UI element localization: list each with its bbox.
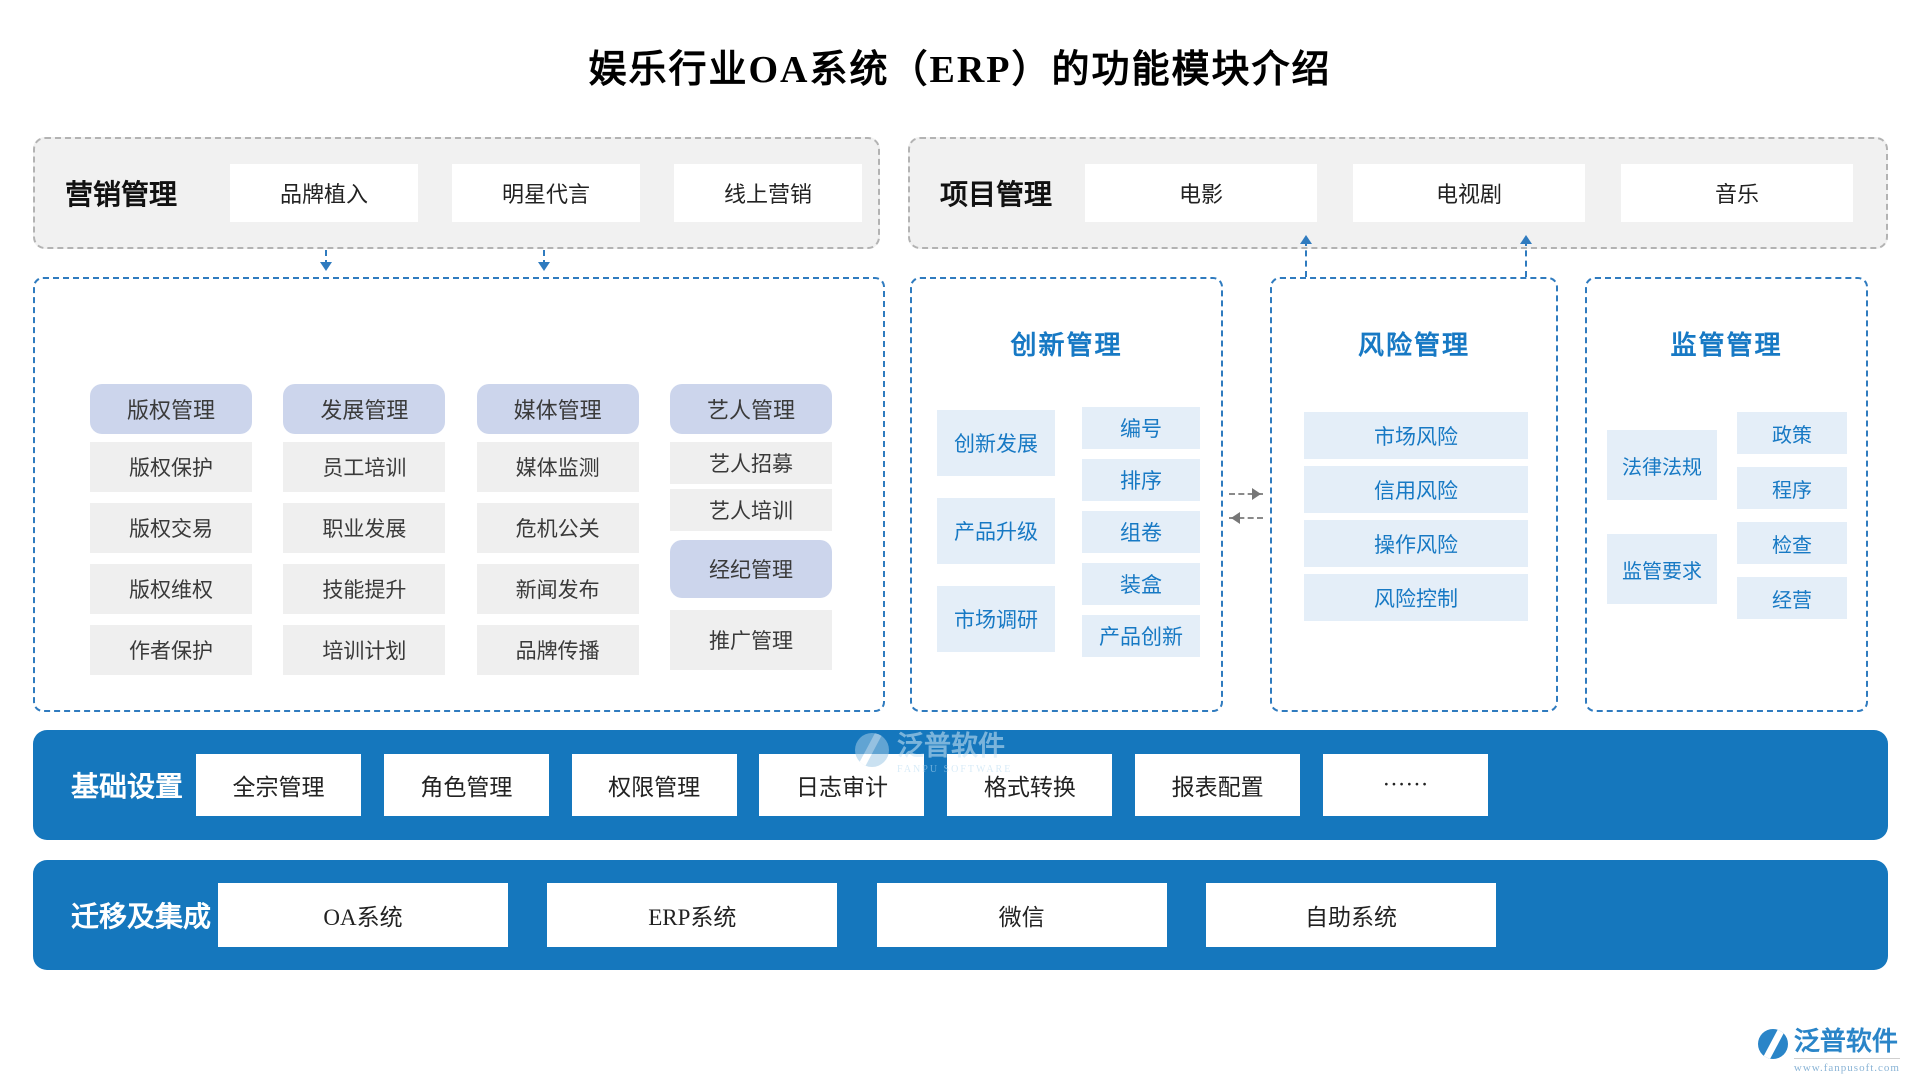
module-cell: 技能提升 — [283, 564, 446, 614]
innovation-left-items: 创新发展产品升级市场调研 — [937, 410, 1055, 652]
module-cell: 新闻发布 — [476, 564, 639, 614]
regulation-title: 监管管理 — [1670, 331, 1783, 360]
watermark-url: www.fanpusoft.com — [1793, 1062, 1900, 1074]
risk-item: 市场风险 — [1304, 412, 1528, 459]
migration-label: 迁移及集成 — [71, 902, 212, 933]
innovation-item: 市场调研 — [937, 586, 1055, 652]
matrix-column-media: 媒体管理 媒体监测 危机公关 新闻发布 品牌传播 — [476, 384, 639, 675]
module-cell: 员工培训 — [283, 442, 446, 492]
migration-item: 微信 — [876, 883, 1167, 947]
basic-settings-item: 角色管理 — [383, 754, 549, 816]
regulation-item: 监管要求 — [1607, 534, 1717, 604]
module-cell: 版权交易 — [90, 503, 252, 553]
innovation-item: 产品创新 — [1082, 615, 1200, 657]
operations-matrix-box: 版权管理 版权保护 版权交易 版权维权 作者保护 发展管理 员工培训 职业发展 … — [33, 277, 885, 712]
basic-settings-item: 报表配置 — [1135, 754, 1301, 816]
regulation-box: 监管管理 法律法规监管要求 政策程序检查经营 — [1585, 277, 1868, 712]
basic-settings-label: 基础设置 — [71, 772, 184, 803]
marketing-group-box: 营销管理 品牌植入明星代言线上营销 — [33, 137, 880, 249]
basic-settings-item: ······ — [1322, 754, 1488, 816]
marketing-item: 品牌植入 — [230, 164, 418, 222]
basic-settings-bar: 基础设置 全宗管理角色管理权限管理日志审计格式转换报表配置 ······ — [33, 730, 1888, 840]
arrow-down-icon — [320, 250, 332, 271]
module-cell: 职业发展 — [283, 503, 446, 553]
arrow-up-icon — [1300, 235, 1312, 277]
module-cell: 培训计划 — [283, 625, 446, 675]
regulation-left-items: 法律法规监管要求 — [1607, 430, 1717, 604]
module-cell: 艺人培训 — [669, 489, 832, 531]
arrow-right-icon — [1229, 488, 1263, 500]
basic-settings-item: 全宗管理 — [196, 754, 361, 816]
innovation-item: 装盒 — [1082, 563, 1200, 605]
matrix-column-artist: 艺人管理 艺人招募 艺人培训 经纪管理 推广管理 — [669, 384, 832, 675]
marketing-item: 线上营销 — [674, 164, 862, 222]
module-cell: 危机公关 — [476, 503, 639, 553]
watermark-bottom-right: 泛普软件 www.fanpusoft.com — [1757, 1029, 1900, 1074]
module-cell: 媒体监测 — [476, 442, 639, 492]
migration-item: 自助系统 — [1205, 883, 1496, 947]
risk-title: 风险管理 — [1357, 331, 1470, 360]
regulation-item: 法律法规 — [1607, 430, 1717, 500]
project-group-label: 项目管理 — [940, 180, 1053, 211]
project-items: 电影电视剧音乐 — [1085, 164, 1853, 222]
marketing-item: 明星代言 — [452, 164, 640, 222]
marketing-items: 品牌植入明星代言线上营销 — [230, 164, 862, 222]
risk-item: 风险控制 — [1304, 574, 1528, 621]
regulation-right-items: 政策程序检查经营 — [1737, 412, 1847, 619]
page-title: 娱乐行业OA系统（ERP）的功能模块介绍 — [588, 49, 1332, 91]
module-cell: 品牌传播 — [476, 625, 639, 675]
innovation-box: 创新管理 创新发展产品升级市场调研 编号排序组卷装盒产品创新 — [910, 277, 1223, 712]
innovation-item: 产品升级 — [937, 498, 1055, 564]
risk-item: 信用风险 — [1304, 466, 1528, 513]
basic-settings-item: 日志审计 — [759, 754, 925, 816]
column-header: 媒体管理 — [476, 384, 639, 434]
innovation-item: 编号 — [1082, 407, 1200, 449]
innovation-title: 创新管理 — [1010, 331, 1123, 360]
module-cell: 版权保护 — [90, 442, 252, 492]
module-cell: 艺人招募 — [669, 442, 832, 484]
module-cell-highlight: 经纪管理 — [669, 540, 832, 598]
column-header: 版权管理 — [90, 384, 252, 434]
migration-item: ERP系统 — [547, 883, 838, 947]
migration-bar: 迁移及集成 OA系统 ERP系统微信自助系统 — [33, 860, 1888, 970]
marketing-group-label: 营销管理 — [65, 180, 178, 211]
basic-settings-item: 权限管理 — [571, 754, 737, 816]
innovation-item: 组卷 — [1082, 511, 1200, 553]
risk-box: 风险管理 市场风险信用风险操作风险风险控制 — [1270, 277, 1558, 712]
migration-items: OA系统 ERP系统微信自助系统 — [218, 883, 1496, 947]
migration-item: OA系统 — [218, 883, 508, 947]
project-item: 电影 — [1085, 164, 1317, 222]
fanpu-logo-icon — [1757, 1029, 1788, 1059]
project-group-box: 项目管理 电影电视剧音乐 — [908, 137, 1888, 249]
arrow-down-icon — [538, 250, 550, 271]
innovation-item: 排序 — [1082, 459, 1200, 501]
module-cell: 版权维权 — [90, 564, 252, 614]
module-cell: 作者保护 — [90, 625, 252, 675]
column-header: 发展管理 — [283, 384, 446, 434]
basic-settings-item: 格式转换 — [947, 754, 1113, 816]
innovation-item: 创新发展 — [937, 410, 1055, 476]
regulation-item: 政策 — [1737, 412, 1847, 454]
regulation-item: 程序 — [1737, 467, 1847, 509]
risk-item: 操作风险 — [1304, 520, 1528, 567]
module-cell: 推广管理 — [669, 610, 832, 670]
project-item: 电视剧 — [1353, 164, 1585, 222]
regulation-item: 检查 — [1737, 522, 1847, 564]
column-header: 艺人管理 — [669, 384, 832, 434]
project-item: 音乐 — [1621, 164, 1853, 222]
arrow-left-icon — [1229, 512, 1263, 524]
basic-settings-items: 全宗管理角色管理权限管理日志审计格式转换报表配置 ······ — [196, 754, 1488, 816]
regulation-item: 经营 — [1737, 577, 1847, 619]
matrix-column-development: 发展管理 员工培训 职业发展 技能提升 培训计划 — [283, 384, 446, 675]
arrow-up-icon — [1520, 235, 1532, 277]
watermark-brand: 泛普软件 — [1793, 1029, 1900, 1059]
innovation-right-items: 编号排序组卷装盒产品创新 — [1082, 407, 1200, 657]
matrix-columns: 版权管理 版权保护 版权交易 版权维权 作者保护 发展管理 员工培训 职业发展 … — [90, 384, 832, 675]
risk-items: 市场风险信用风险操作风险风险控制 — [1304, 412, 1528, 621]
matrix-column-copyright: 版权管理 版权保护 版权交易 版权维权 作者保护 — [90, 384, 252, 675]
